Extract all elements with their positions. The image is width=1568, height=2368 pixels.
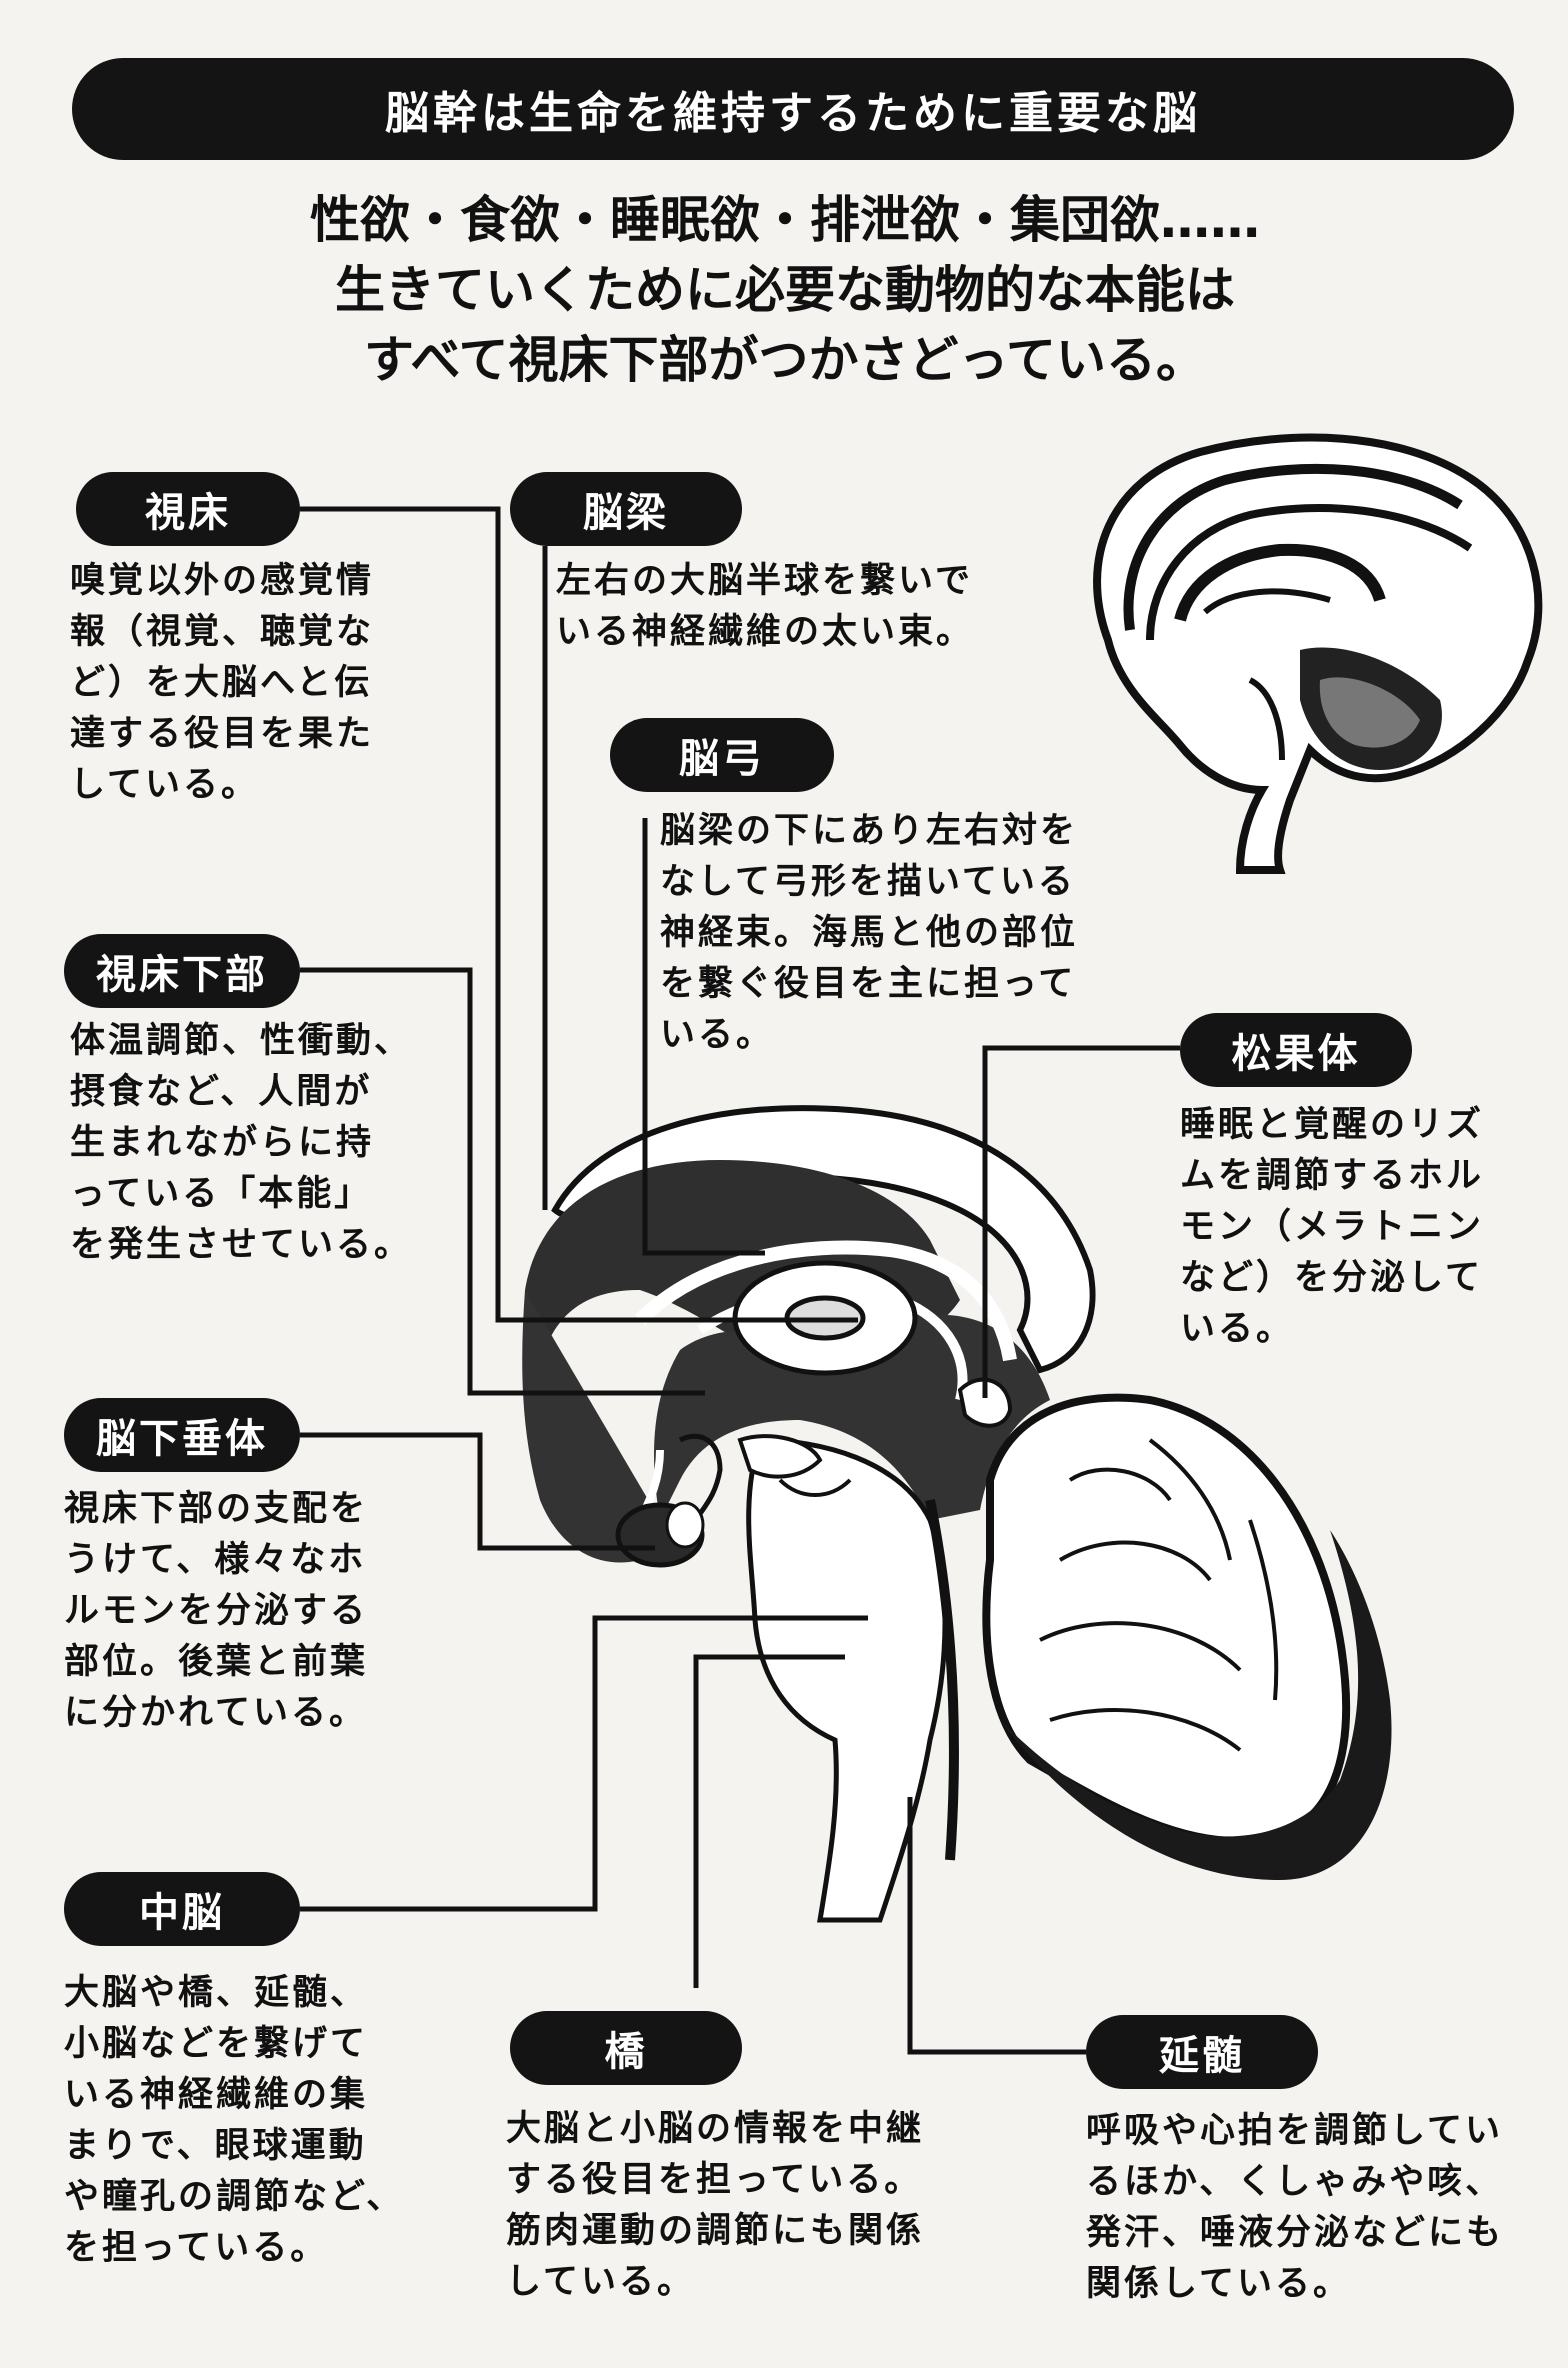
leader-lines (300, 506, 1180, 2055)
label-pituitary: 脳下垂体 (64, 1398, 300, 1472)
leader-pons (693, 1654, 845, 1988)
leader-hypothalamus (300, 967, 705, 1396)
desc-pineal: 睡眠と覚醒のリズ ムを調節するホル モン（メラトニン など）を分泌して いる。 (1180, 1105, 1485, 1349)
leader-medulla (907, 1797, 1086, 2055)
leader-midbrain (300, 1615, 868, 1912)
desc-midbrain: 大脳や橋、延髄、 小脳などを繋げて いる神経繊維の集 まりで、眼球運動 や瞳孔の… (64, 1973, 405, 2268)
label-midbrain: 中脳 (64, 1872, 300, 1946)
brainstem-cross-section (522, 1105, 1392, 1923)
label-corpus-callosum: 脳梁 (510, 472, 742, 546)
desc-medulla: 呼吸や心拍を調節してい るほか、くしゃみや咳、 発汗、唾液分泌などにも 関係して… (1086, 2111, 1505, 2304)
desc-pons: 大脳と小脳の情報を中継 する役目を担っている。 筋肉運動の調節にも関係 している… (506, 2109, 925, 2302)
desc-thalamus: 嗅覚以外の感覚情 報（視覚、聴覚な ど）を大脳へと伝 達する役目を果た している… (70, 561, 375, 805)
page-title: 脳幹は生命を維持するために重要な脳 (385, 88, 1201, 139)
intro-line: 生きていくために必要な動物的な本能は (335, 261, 1235, 319)
intro-text: 性欲・食欲・睡眠欲・排泄欲・集団欲…… 生きていくために必要な動物的な本能は す… (200, 185, 1370, 395)
intro-line: 性欲・食欲・睡眠欲・排泄欲・集団欲…… (310, 191, 1260, 249)
desc-pituitary: 視床下部の支配を うけて、様々なホ ルモンを分泌する 部位。後葉と前葉 に分かれ… (64, 1489, 369, 1733)
desc-hypothalamus: 体温調節、性衝動、 摂食など、人間が 生まれながらに持 っている「本能」 を発生… (70, 1021, 413, 1265)
desc-corpus-callosum: 左右の大脳半球を繋いで いる神経繊維の太い束。 (556, 561, 975, 652)
desc-fornix: 脳梁の下にあり左右対を なして弓形を描いている 神経束。海馬と他の部位 を繋ぐ役… (660, 811, 1079, 1055)
leader-thalamus (300, 506, 858, 1323)
label-medulla: 延髄 (1086, 2015, 1318, 2089)
label-pons: 橋 (510, 2011, 742, 2085)
leader-pineal (982, 1045, 1180, 1398)
leader-fornix (642, 818, 765, 1256)
label-thalamus: 視床 (76, 472, 300, 546)
intro-line: すべて視床下部がつかさどっている。 (364, 331, 1206, 389)
label-pineal: 松果体 (1180, 1013, 1412, 1087)
leader-pituitary (300, 1432, 655, 1551)
label-hypothalamus: 視床下部 (64, 934, 300, 1008)
page-title-banner: 脳幹は生命を維持するために重要な脳 (72, 58, 1514, 160)
whole-brain-illustration (1093, 433, 1543, 874)
label-fornix: 脳弓 (610, 718, 834, 792)
